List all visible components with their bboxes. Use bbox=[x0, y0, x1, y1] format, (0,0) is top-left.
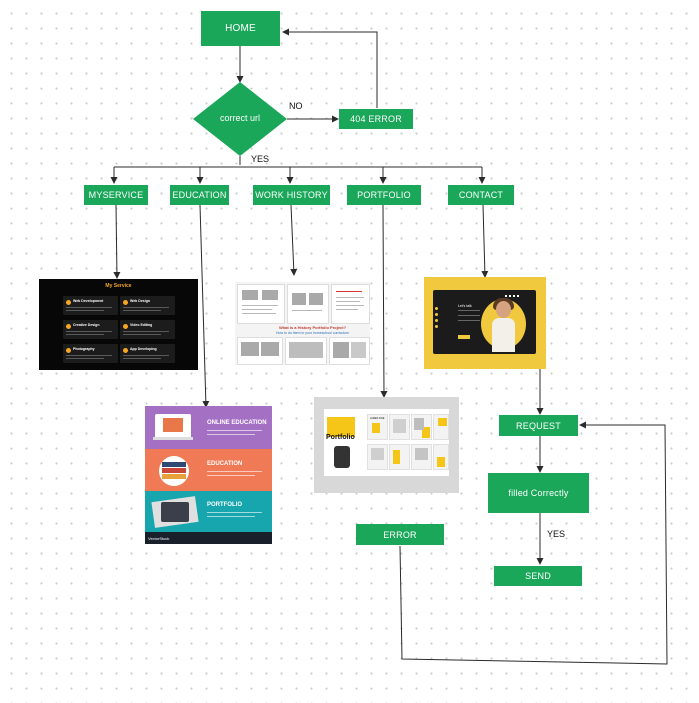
edge-label-yes: YES bbox=[251, 154, 270, 164]
myservice-node[interactable]: MYSERVICE bbox=[84, 185, 148, 205]
edge-404-home bbox=[282, 28, 378, 108]
service-card: Web Development bbox=[63, 296, 118, 315]
decision-label: correct url bbox=[219, 113, 260, 123]
service-card-title: App Developing bbox=[130, 347, 157, 351]
edge-label-yes-send: YES bbox=[547, 529, 566, 539]
edu-band-title: EDUCATION bbox=[207, 461, 243, 467]
work-history-subheadline: How to do them in your homeschool curric… bbox=[276, 331, 349, 335]
work-history-node[interactable]: WORK HISTORY bbox=[253, 185, 330, 205]
service-card-title: Web Design bbox=[130, 299, 150, 303]
edge-error-request bbox=[399, 421, 668, 665]
portfolio-thumb-title: Portfolio bbox=[326, 434, 355, 441]
service-card: Photography bbox=[63, 344, 118, 363]
service-card-title: Photography bbox=[73, 347, 95, 351]
error-404-node[interactable]: 404 ERROR bbox=[339, 109, 413, 129]
work-history-thumbnail[interactable]: What is a History Portfolio Project? How… bbox=[235, 282, 370, 365]
edge-portfolio-thumb bbox=[380, 204, 388, 398]
person-photo bbox=[496, 301, 511, 318]
portfolio-node[interactable]: PORTFOLIO bbox=[347, 185, 421, 205]
service-card: Web Design bbox=[120, 296, 175, 315]
work-history-headline: What is a History Portfolio Project? bbox=[278, 325, 347, 330]
service-card-title: Web Development bbox=[73, 299, 104, 303]
decision-diamond bbox=[193, 82, 287, 156]
edu-band-title: ONLINE EDUCATION bbox=[207, 420, 267, 426]
service-card: App Developing bbox=[120, 344, 175, 363]
contact-heading: Let's talk bbox=[458, 304, 472, 308]
home-node[interactable]: HOME bbox=[201, 11, 280, 46]
book-illustration bbox=[163, 418, 183, 432]
photographer-photo bbox=[334, 446, 350, 468]
portfolio-thumbnail[interactable]: Portfolio JAMES DOE bbox=[314, 397, 459, 493]
education-node[interactable]: EDUCATION bbox=[170, 185, 229, 205]
request-node[interactable]: REQUEST bbox=[499, 415, 578, 436]
service-card: Video Editing bbox=[120, 320, 175, 339]
edu-band-title: PORTFOLIO bbox=[207, 502, 242, 508]
service-card-title: Video Editing bbox=[130, 323, 153, 327]
edge-myservice-thumb bbox=[113, 204, 121, 279]
education-thumbnail[interactable]: ONLINE EDUCATION EDUCATION PORTFOLIO Vec… bbox=[145, 406, 272, 544]
contact-node[interactable]: CONTACT bbox=[448, 185, 514, 205]
edu-footer-brand: VectorStock bbox=[148, 536, 170, 541]
briefcase-illustration bbox=[161, 502, 189, 522]
error-node[interactable]: ERROR bbox=[356, 524, 444, 545]
edge-label-no: NO bbox=[289, 101, 303, 111]
edge-workhistory-thumb bbox=[290, 204, 298, 276]
service-card-title: Creative Design bbox=[73, 323, 100, 327]
portfolio-name: JAMES DOE bbox=[370, 417, 385, 420]
filled-correctly-node[interactable]: filled Correctly bbox=[488, 473, 589, 513]
edge-contact-thumb bbox=[481, 204, 489, 278]
contact-thumbnail[interactable]: Let's talk bbox=[424, 277, 546, 369]
myservice-thumb-title: My Service bbox=[105, 283, 132, 289]
myservice-thumbnail[interactable]: My Service Web Development Web Design Cr… bbox=[39, 279, 198, 370]
service-card: Creative Design bbox=[63, 320, 118, 339]
edge-education-thumb bbox=[199, 204, 210, 408]
send-node[interactable]: SEND bbox=[494, 566, 582, 586]
